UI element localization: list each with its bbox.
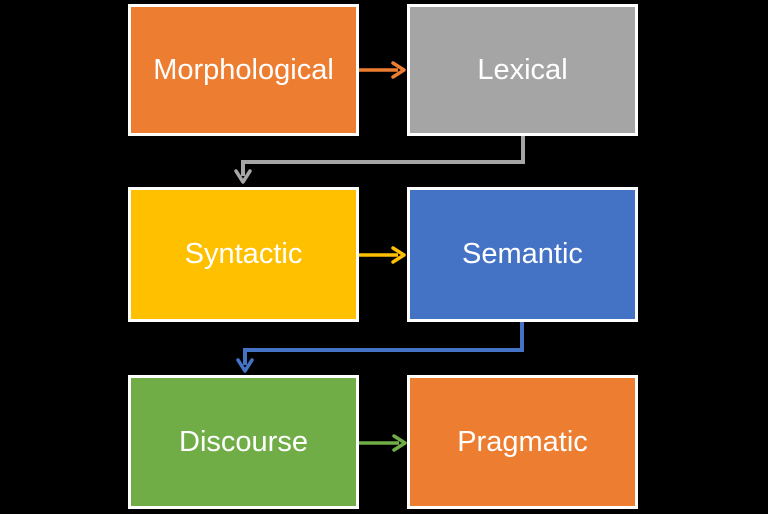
box-label: Discourse — [179, 425, 308, 458]
arrow-lexical-to-syntactic — [234, 136, 525, 184]
arrow-head-icon — [392, 434, 407, 452]
arrow-line — [243, 322, 524, 365]
arrow-morphological-to-lexical — [359, 61, 406, 79]
arrow-syntactic-to-semantic — [359, 246, 406, 264]
box-label: Lexical — [477, 53, 568, 86]
arrow-head-icon — [391, 246, 406, 264]
box-pragmatic: Pragmatic — [407, 375, 638, 509]
arrow-head-icon — [391, 61, 406, 79]
box-label: Semantic — [462, 238, 583, 270]
box-semantic: Semantic — [407, 187, 638, 322]
box-label: Pragmatic — [457, 425, 588, 458]
box-label: Syntactic — [184, 238, 303, 270]
box-syntactic: Syntactic — [128, 187, 359, 322]
arrow-head-icon — [234, 169, 252, 184]
box-discourse: Discourse — [128, 375, 359, 509]
arrow-discourse-to-pragmatic — [359, 434, 407, 452]
arrow-line — [241, 136, 525, 176]
arrow-head-icon — [236, 358, 254, 373]
box-label: Morphological — [153, 53, 334, 86]
arrow-semantic-to-discourse — [236, 322, 524, 373]
box-morphological: Morphological — [128, 4, 359, 136]
box-lexical: Lexical — [407, 4, 638, 136]
